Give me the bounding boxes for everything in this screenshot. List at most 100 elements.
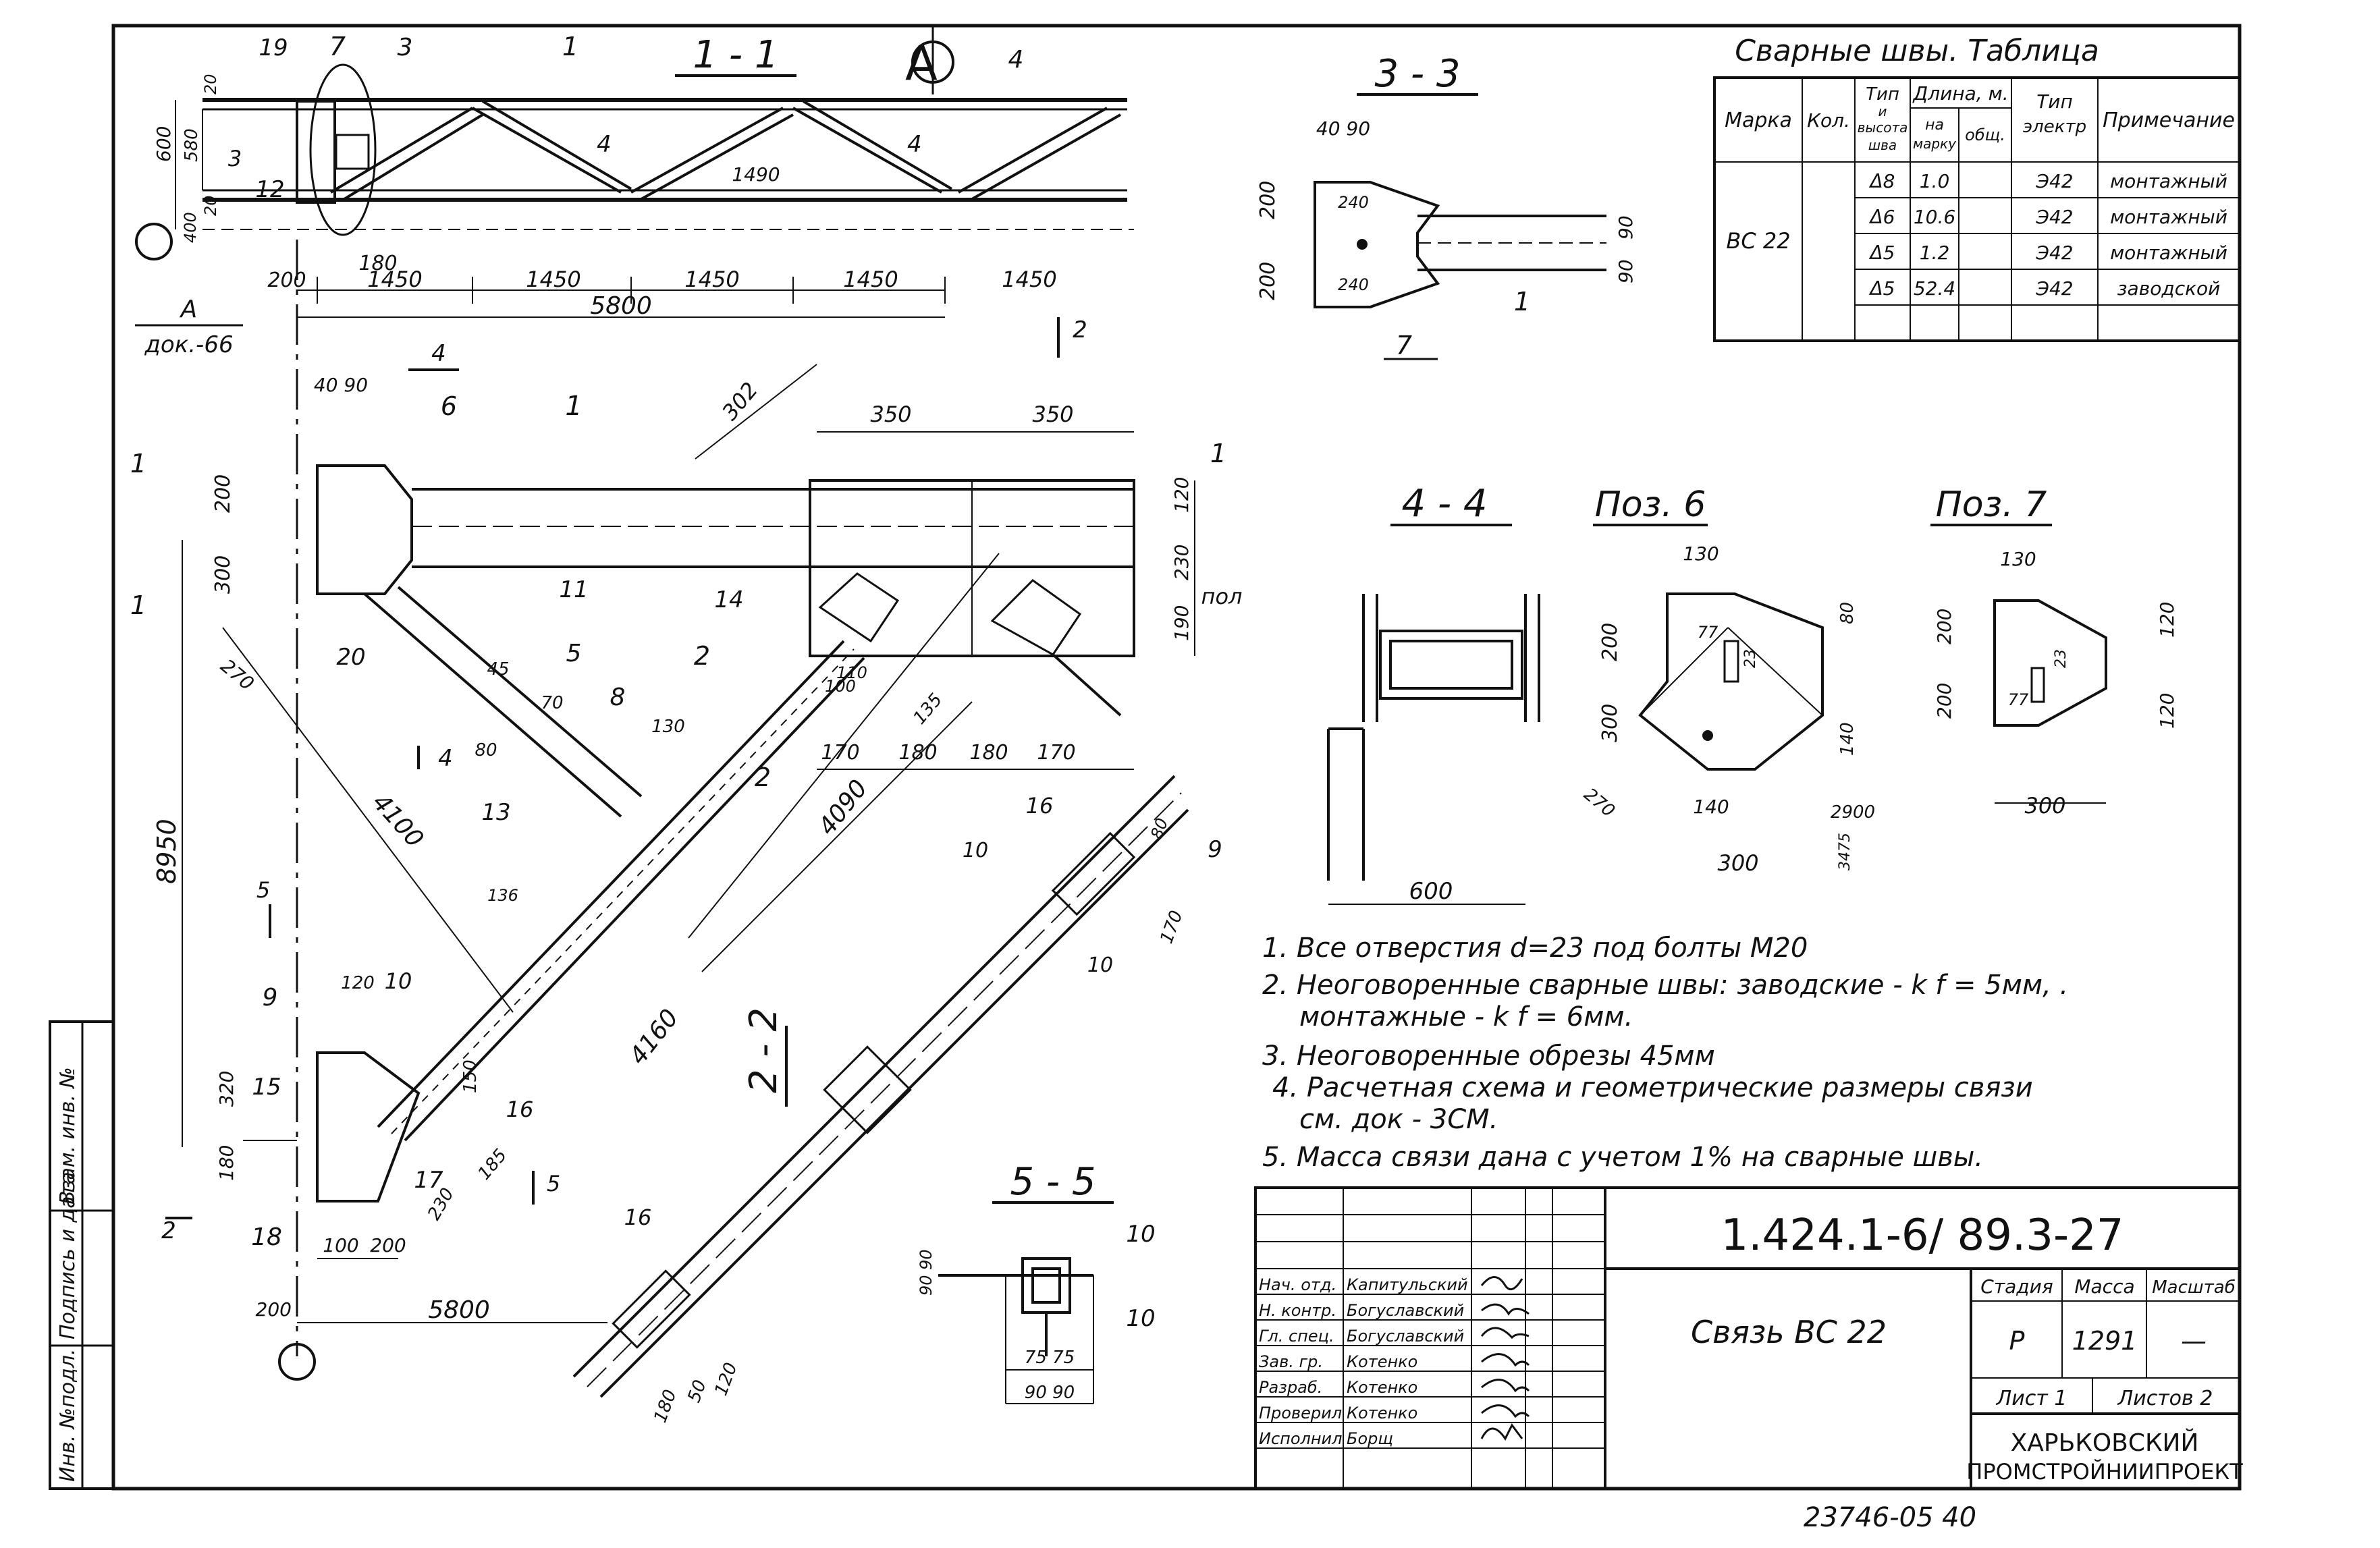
dim-p7-300: 300 bbox=[2024, 793, 2065, 819]
dim-170-b: 170 bbox=[1037, 741, 1075, 765]
dim-s33-4090: 40 90 bbox=[1316, 117, 1370, 140]
dim-p7-200a: 200 bbox=[1933, 609, 1955, 644]
th-el-b: электр bbox=[2023, 117, 2086, 137]
staff-role-4: Зав. гр. bbox=[1259, 1352, 1323, 1371]
section-3-3-title: 3 - 3 bbox=[1374, 52, 1460, 96]
callout-7-top: 7 bbox=[329, 32, 346, 61]
org-name-1: ХАРЬКОВСКИЙ bbox=[2011, 1429, 2199, 1457]
td-el-3: Э42 bbox=[2035, 242, 2073, 264]
section-4-4-title: 4 - 4 bbox=[1401, 482, 1487, 526]
ref-doc: док.-66 bbox=[144, 331, 233, 358]
th-type-d: шва bbox=[1868, 137, 1897, 153]
td-type-2: Δ6 bbox=[1869, 206, 1895, 228]
sheet-number: Лист 1 bbox=[1996, 1387, 2067, 1410]
td-note-2: монтажный bbox=[2110, 206, 2227, 228]
cut-1-right: 1 bbox=[1210, 439, 1226, 468]
dim-100-bottom: 100 bbox=[323, 1234, 358, 1256]
dim-top-5800: 5800 bbox=[590, 292, 652, 320]
callout-14: 14 bbox=[714, 586, 743, 613]
th-type-c: высота bbox=[1858, 119, 1908, 136]
dim-top-600: 600 bbox=[153, 126, 175, 162]
dim-150-bottom: 150 bbox=[460, 1059, 481, 1093]
drawing-title: Связь ВС 22 bbox=[1691, 1314, 1887, 1350]
dim-top-1450-a: 1450 bbox=[367, 267, 422, 292]
dim-5800-bottom: 5800 bbox=[428, 1296, 490, 1324]
cut-pol: пол bbox=[1201, 584, 1243, 609]
callout-4-right: 4 bbox=[907, 131, 922, 158]
title-block: 1.424.1-6/ 89.3-27 Связь ВС 22 Стадия Ма… bbox=[1254, 1186, 2243, 1490]
callout-20: 20 bbox=[336, 644, 365, 671]
td-note-1: монтажный bbox=[2110, 170, 2227, 192]
dim-p6-3475: 3475 bbox=[1837, 833, 1854, 870]
callout-16-s22-bottom: 16 bbox=[624, 1205, 652, 1230]
td-mark: ВС 22 bbox=[1726, 228, 1790, 254]
sheet-count: Листов 2 bbox=[2117, 1387, 2213, 1410]
dim-120-bottom: 120 bbox=[341, 973, 375, 993]
section-5-5-title: 5 - 5 bbox=[1010, 1160, 1096, 1204]
dim-p7-77: 77 bbox=[2008, 690, 2029, 709]
section-5-5: 5 - 5 90 90 75 75 90 90 10 10 bbox=[917, 1160, 1156, 1404]
side-stamp-sign: Подпись и дата bbox=[56, 1172, 80, 1340]
cut-2-top: 2 bbox=[1073, 316, 1087, 343]
dim-190-right: 190 bbox=[1170, 605, 1193, 641]
dim-s33-200a: 200 bbox=[1256, 181, 1280, 219]
dim-320: 320 bbox=[215, 1071, 238, 1107]
dim-top-1450-c: 1450 bbox=[684, 267, 739, 292]
cut-2-bottom: 2 bbox=[161, 1217, 176, 1244]
dim-p6-23: 23 bbox=[1742, 649, 1759, 668]
detail-poz-7: Поз. 7 130 200 200 120 120 300 77 23 bbox=[1930, 485, 2178, 819]
td-el-4: Э42 bbox=[2035, 277, 2073, 300]
dim-p7-200b: 200 bbox=[1933, 683, 1955, 719]
callout-6: 6 bbox=[441, 391, 457, 421]
note-4: 4. Расчетная схема и геометрические разм… bbox=[1272, 1072, 2033, 1103]
dim-350-a: 350 bbox=[870, 402, 911, 427]
side-stamp-inv: Инв. №подл. bbox=[56, 1349, 80, 1482]
dim-200-bottom: 200 bbox=[370, 1234, 406, 1256]
dim-350-b: 350 bbox=[1032, 402, 1073, 427]
callout-9-s22: 9 bbox=[1208, 836, 1222, 863]
staff-role-5: Разраб. bbox=[1259, 1378, 1322, 1397]
th-mark: Марка bbox=[1725, 109, 1792, 132]
stage-value: Р bbox=[2009, 1326, 2025, 1356]
dim-p6-80: 80 bbox=[1837, 602, 1858, 624]
callout-13: 13 bbox=[481, 799, 510, 826]
callout-4-top: 4 bbox=[1008, 46, 1024, 74]
dim-s55-9090-b: 90 90 bbox=[1025, 1383, 1075, 1403]
dim-s55-9090: 90 90 bbox=[917, 1249, 936, 1296]
dim-s33-200b: 200 bbox=[1256, 262, 1280, 300]
td-len-3: 1.2 bbox=[1920, 242, 1950, 264]
mass-label: Масса bbox=[2074, 1275, 2134, 1298]
callout-2-b: 2 bbox=[755, 763, 771, 792]
dim-p7-120b: 120 bbox=[2156, 693, 2178, 729]
dim-s33-240a: 240 bbox=[1338, 193, 1369, 212]
dim-p7-23: 23 bbox=[2053, 649, 2070, 668]
td-type-1: Δ8 bbox=[1869, 170, 1895, 192]
dim-p7-130: 130 bbox=[2000, 548, 2036, 570]
dim-p6-130: 130 bbox=[1683, 543, 1719, 565]
th-type-b: и bbox=[1878, 103, 1887, 119]
dim-80: 80 bbox=[475, 740, 497, 761]
callout-9-left: 9 bbox=[263, 984, 278, 1012]
td-len-1: 1.0 bbox=[1920, 170, 1950, 192]
staff-role-7: Исполнил bbox=[1259, 1429, 1343, 1448]
dim-200-axis: 200 bbox=[256, 1298, 292, 1321]
section-1-1-title: 1 - 1 bbox=[693, 33, 778, 77]
general-notes: 1. Все отверстия d=23 под болты М20 2. Н… bbox=[1262, 933, 2068, 1173]
dim-top-1450-d: 1450 bbox=[843, 267, 898, 292]
axis-a: А bbox=[135, 27, 954, 1381]
td-el-2: Э42 bbox=[2035, 206, 2073, 228]
cut-1-bottom: 1 bbox=[130, 590, 146, 620]
callout-18: 18 bbox=[251, 1223, 282, 1251]
dim-top-1450-e: 1450 bbox=[1002, 267, 1056, 292]
staff-name-2: Богуславский bbox=[1347, 1301, 1464, 1320]
dim-170-a: 170 bbox=[821, 741, 859, 765]
cut-5-bottom: 5 bbox=[547, 1171, 560, 1196]
dim-45: 45 bbox=[487, 659, 509, 680]
th-qty: Кол. bbox=[1807, 109, 1850, 132]
cut-4-bottom: 4 bbox=[438, 745, 453, 772]
signature-marks bbox=[1480, 1276, 1530, 1441]
dim-p6-140-b: 140 bbox=[1693, 796, 1729, 818]
callout-11: 11 bbox=[559, 576, 588, 603]
cut-4-top: 4 bbox=[431, 340, 446, 367]
dim-40-90: 40 90 bbox=[314, 374, 368, 396]
